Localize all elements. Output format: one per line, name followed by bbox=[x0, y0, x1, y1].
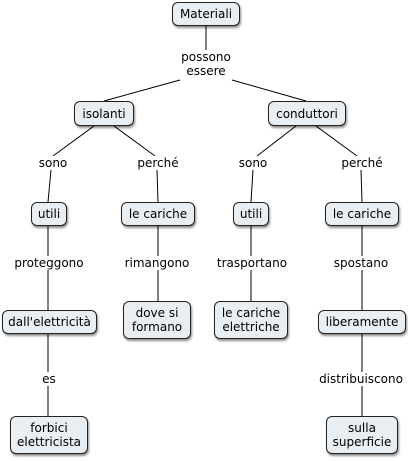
concept-liberamente: liberamente bbox=[318, 310, 406, 334]
concept-conduttori: conduttori bbox=[268, 101, 346, 126]
link-rimangono: rimangono bbox=[123, 256, 191, 270]
concept-le-cariche-conduttori: le cariche bbox=[325, 202, 399, 226]
concept-materiali: Materiali bbox=[172, 2, 240, 26]
link-spostano: spostano bbox=[332, 256, 390, 270]
link-es: es bbox=[40, 372, 58, 386]
concept-sulla-superficie: sulla superficie bbox=[326, 416, 398, 454]
concept-dall-elettricita: dall'elettricità bbox=[2, 310, 97, 334]
link-possono-essere: possono essere bbox=[178, 50, 234, 78]
link-sono-conduttori: sono bbox=[238, 156, 268, 170]
link-sono-isolanti: sono bbox=[38, 156, 68, 170]
link-perche-conduttori: perché bbox=[341, 156, 383, 170]
link-perche-isolanti: perché bbox=[137, 156, 179, 170]
concept-isolanti: isolanti bbox=[74, 101, 134, 126]
concept-le-cariche-isolanti: le cariche bbox=[121, 202, 195, 226]
link-proteggono: proteggono bbox=[14, 256, 84, 270]
concept-utili-isolanti: utili bbox=[31, 202, 67, 226]
link-distribuiscono: distribuiscono bbox=[318, 372, 404, 386]
concept-le-cariche-elettriche: le cariche elettriche bbox=[214, 301, 288, 339]
concept-utili-conduttori: utili bbox=[233, 202, 269, 226]
concept-dove-si-formano: dove si formano bbox=[123, 301, 191, 339]
link-trasportano: trasportano bbox=[215, 256, 289, 270]
concept-forbici-elettricista: forbici elettricista bbox=[10, 416, 88, 454]
